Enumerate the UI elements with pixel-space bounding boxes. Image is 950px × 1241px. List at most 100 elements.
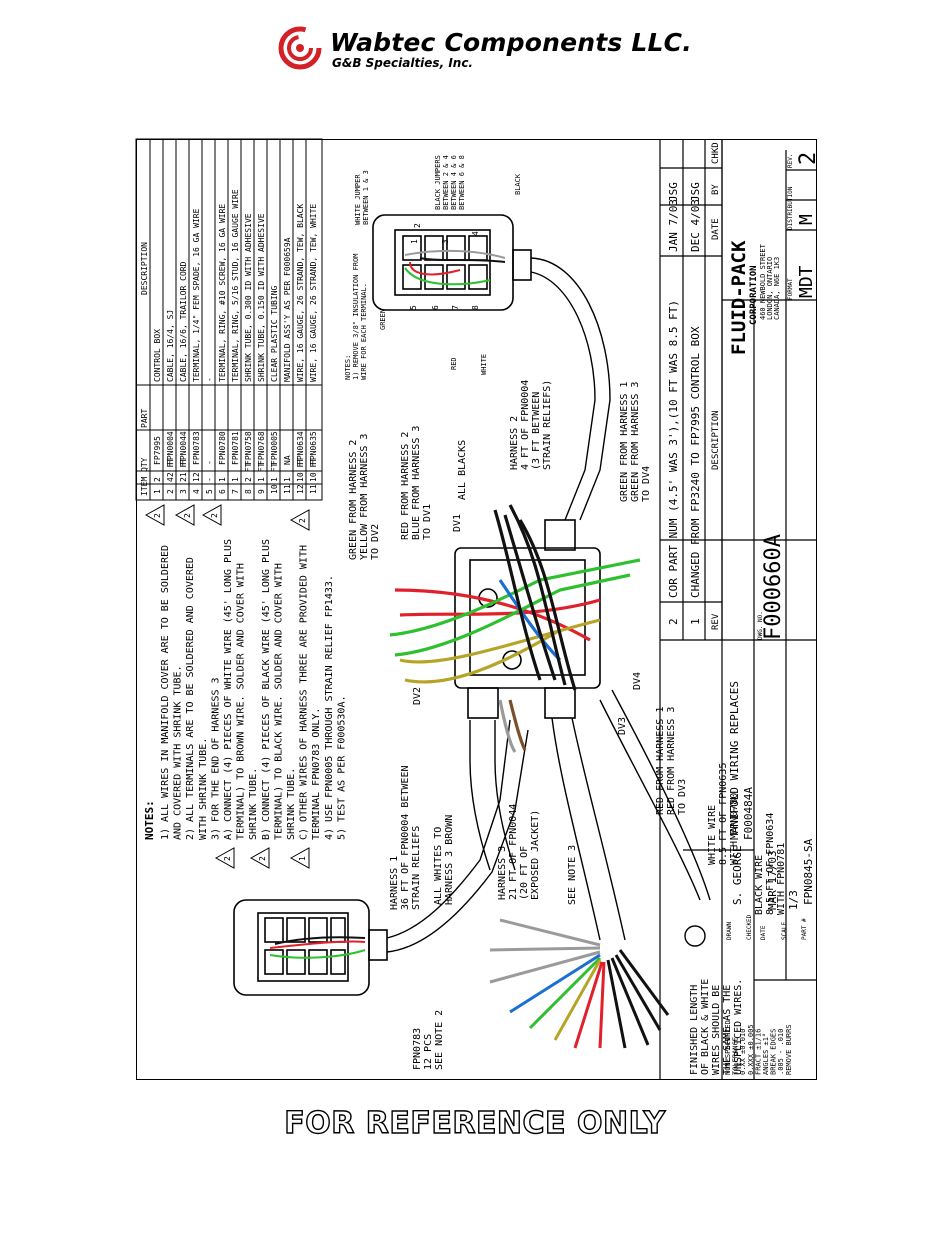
wabtec-logo-icon [278, 26, 322, 70]
all-whites-label: HARNESS 3 BROWN [444, 815, 455, 905]
revision-triangle-number: 2 [183, 513, 192, 518]
drawn-label: DRAWN [726, 922, 733, 940]
to-dv1-label: RED FROM HARNESS 2 [400, 432, 411, 540]
revision-by: JSG [689, 182, 702, 202]
title-block-frame [659, 139, 817, 1080]
scale-label: SCALE [781, 922, 788, 940]
black-label: BLACK [514, 173, 522, 195]
black-wire-label: WITH FPN0781 [776, 843, 787, 915]
finished-length-label: WIRES SHOULD BE [711, 985, 722, 1075]
revision-triangle-icon: 2 [174, 504, 195, 526]
dv1-label: DV1 [452, 514, 463, 532]
parts-number: FPN0004 [166, 431, 175, 465]
parts-header: ITEM [140, 477, 149, 496]
parts-item: 2 [166, 489, 175, 494]
notes-line: 5) TEST AS PER F000530A. [336, 696, 347, 841]
control-box-bottom [233, 719, 529, 996]
parts-item: 8 [244, 489, 253, 494]
parts-qty: - [205, 477, 214, 482]
revision-header: CHKD [711, 142, 721, 164]
notes-line: TERMINAL FPN0783 ONLY. [311, 708, 322, 840]
to-dv2-label: YELLOW FROM HARNESS 3 [359, 434, 370, 560]
green-label: GREEN [379, 309, 387, 330]
all-blacks-label: ALL BLACKS [457, 440, 468, 500]
drawing-number: F000660A [761, 534, 786, 640]
drawing-title: MANIFOLD WIRING REPLACES [728, 681, 741, 840]
company-block-name: FLUID-PACK [728, 240, 750, 355]
terminal-number: 3 [441, 239, 450, 244]
revision-description: CHANGED FROM FP3240 TO FP7995 CONTROL BO… [689, 326, 702, 598]
revision-description: COR PART NUM (4.5' WAS 3'),(10 FT WAS 8.… [667, 300, 680, 598]
revision-triangle-number: 2 [153, 513, 162, 518]
notes-line: TERMINAL) TO BLACK WIRE. SOLDER AND COVE… [273, 563, 284, 840]
parts-description: - [205, 377, 214, 382]
to-dv4-label: GREEN FROM HARNESS 1 [619, 382, 630, 502]
drawn-by: S. GEORGE [731, 845, 744, 905]
parts-description: SHRINK TUBE, 0.300 ID WITH ADHESIVE [244, 213, 253, 382]
revision-triangle-number: 2 [258, 856, 267, 861]
revision-triangle-icon: 2 [249, 847, 270, 869]
parts-qty: 12 [192, 472, 201, 482]
parts-description: CABLE, 16/4, SJ [166, 310, 175, 382]
drawing-title: F000484A [742, 787, 755, 840]
parts-qty: 2 [153, 477, 162, 482]
box-notes: WIRE FOR EACH TERMINAL. [360, 283, 368, 380]
revision-header: BY [711, 184, 721, 195]
company-block-sub: CORPORATION [749, 265, 759, 325]
format-value: MDT [796, 265, 817, 298]
to-dv2-label: TO DV2 [370, 524, 381, 560]
drawing-scale: 1/3 [787, 890, 800, 910]
control-box-top-wires [404, 249, 506, 286]
black-jumpers-label: BLACK JUMPERS [434, 155, 442, 210]
terminal-number: 8 [471, 305, 480, 310]
harness2-label: HARNESS 2 [509, 416, 520, 470]
parts-item: 1 [153, 489, 162, 494]
parts-number: NA [283, 455, 292, 465]
black-jumpers-label: BETWEEN 6 & 8 [458, 155, 466, 210]
revision-date: JAN 7/03 [667, 199, 680, 252]
drawing-date: MAR 17/03 [766, 850, 779, 910]
parts-description: CABLE, 16/6, TRAILOR CORD [179, 261, 188, 382]
date-label: DATE [760, 925, 767, 940]
parts-number: FPN0780 [218, 431, 227, 465]
to-dv4-label: GREEN FROM HARNESS 3 [630, 382, 641, 502]
tolerance-line: FRACT ±1/16 [754, 1029, 762, 1075]
terminal-number: 7 [451, 305, 460, 310]
parts-qty: 42 FT [166, 458, 175, 482]
finished-length-label: UNSPLICED WIRES. [733, 979, 744, 1075]
part-number: FPN0845-SA [802, 838, 815, 905]
distribution-value: M [796, 214, 817, 225]
harness3-label: HARNESS 3 [497, 846, 508, 900]
revision-triangle-number: 1 [298, 856, 307, 861]
to-dv1-label: TO DV1 [422, 504, 433, 540]
control-box-bottom-wires [269, 936, 366, 959]
parts-qty: 2 FT [244, 463, 253, 482]
box-notes: NOTES: [344, 355, 352, 380]
revision-number: 1 [689, 618, 702, 625]
notes-title: NOTES: [143, 800, 156, 840]
revision-triangle-icon: 2 [201, 504, 222, 526]
parts-qty: 1 [218, 477, 227, 482]
revision-triangle-icon: 1 [289, 847, 310, 869]
format-label: FORMAT [787, 278, 794, 300]
reference-only-watermark: FOR REFERENCE ONLY [284, 1105, 666, 1141]
notes-line: 4) USE FPN0005 THROUGH STRAIN RELIEF FP1… [324, 575, 335, 840]
harness3-label: (20 FT OF [519, 846, 530, 900]
revision-by: JSG [667, 182, 680, 202]
rev-label: REV. [787, 154, 794, 168]
revision-triangle-icon: 2 [144, 504, 165, 526]
tolerance-line: BREAK EDGES [770, 1029, 778, 1075]
company-division: G&B Specialties, Inc. [332, 56, 473, 70]
company-header: Wabtec Components LLC. G&B Specialties, … [278, 24, 698, 72]
parts-number: FPN0783 [192, 431, 201, 465]
notes-block: NOTES:1) ALL WIRES IN MANIFOLD COVER ARE… [143, 504, 347, 869]
finished-length-label: OF BLACK & WHITE [700, 979, 711, 1075]
parts-qty: 10 FT [296, 458, 305, 482]
parts-item: 3 [179, 489, 188, 494]
parts-description: CLEAR PLASTIC TUBING [270, 285, 279, 382]
harness2-label: 4 FT OF FPN0004 [520, 380, 531, 470]
revision-number: 2 [667, 618, 680, 625]
parts-item: 4 [192, 489, 201, 494]
harness2-label: (3 FT BETWEEN [531, 392, 542, 470]
